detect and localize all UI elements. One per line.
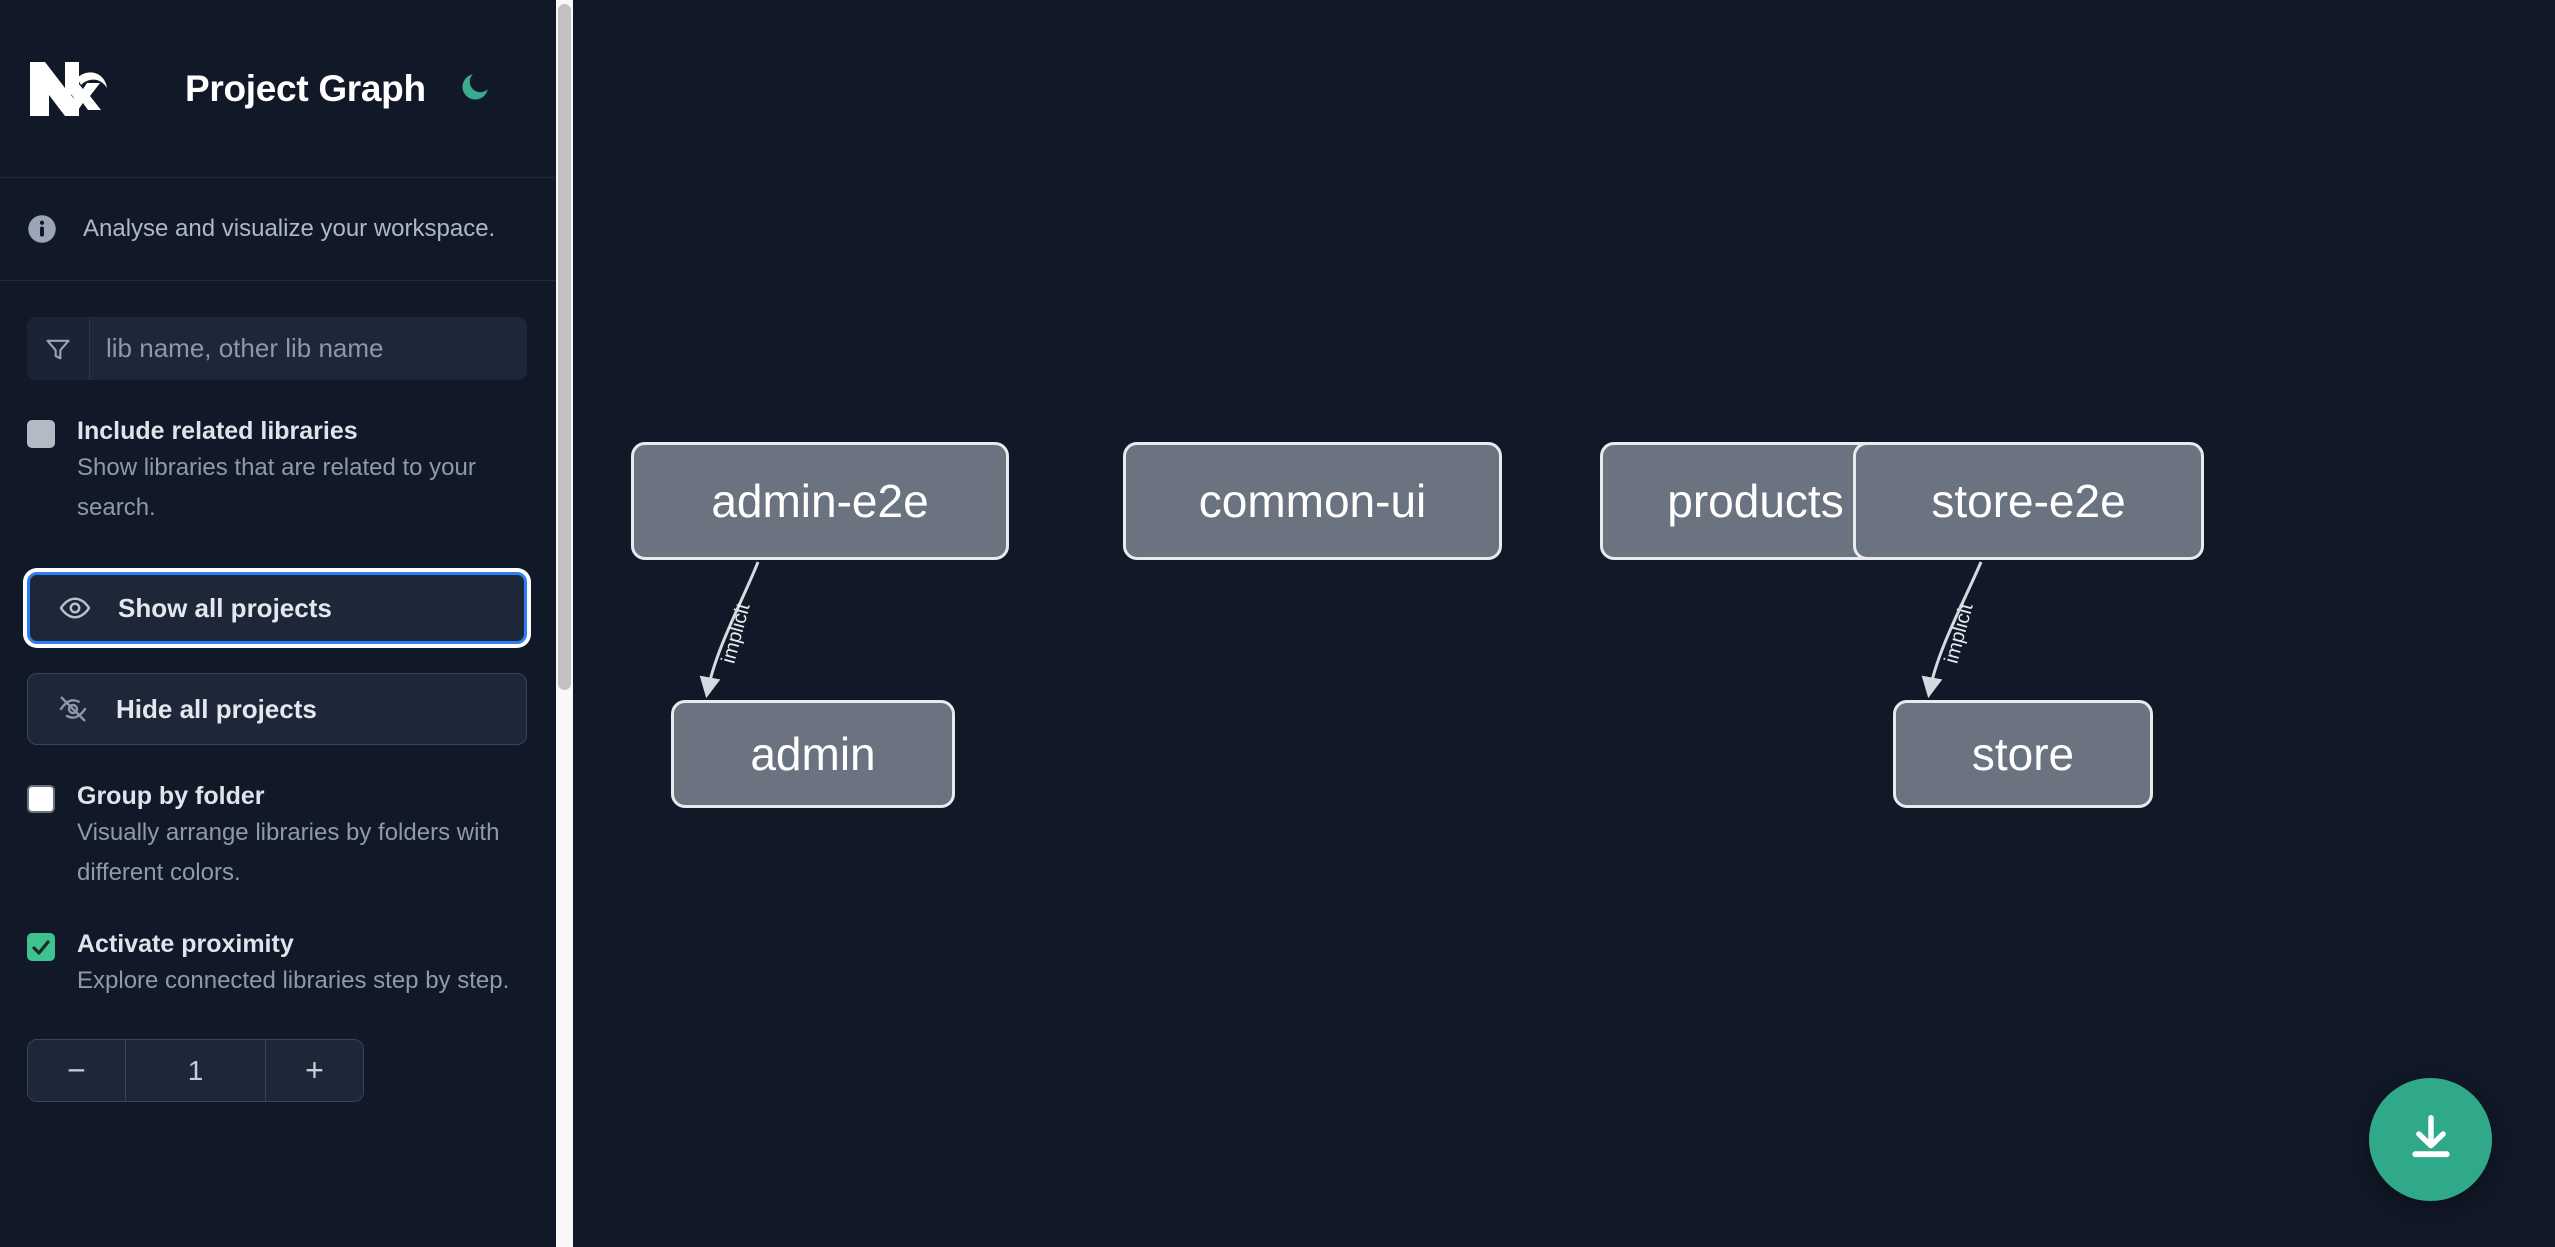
option-title: Group by folder xyxy=(77,782,265,810)
decrement-button[interactable]: − xyxy=(28,1040,125,1101)
hide-all-projects-label: Hide all projects xyxy=(116,693,317,724)
graph-node-common-ui[interactable]: common-ui xyxy=(1123,442,1502,560)
eye-off-icon xyxy=(56,692,90,726)
sidebar-header: Project Graph xyxy=(0,0,556,178)
activate-proximity-checkbox[interactable] xyxy=(27,933,55,961)
sidebar-scrollbar-thumb[interactable] xyxy=(558,4,571,690)
edge-label-implicit-admin: implicit xyxy=(717,601,755,666)
option-activate-proximity[interactable]: Activate proximity Explore connected lib… xyxy=(27,927,529,1001)
download-icon xyxy=(2404,1111,2458,1168)
visibility-buttons: Show all projects Hide all projects xyxy=(27,572,529,745)
option-description: Explore connected libraries step by step… xyxy=(77,967,510,994)
page-title: Project Graph xyxy=(185,67,426,109)
eye-icon xyxy=(58,591,92,625)
graph-node-store[interactable]: store xyxy=(1893,700,2153,808)
graph-canvas[interactable]: admin-e2e common-ui products store-e2e a… xyxy=(573,0,2555,1247)
group-by-folder-checkbox[interactable] xyxy=(27,785,55,813)
graph-node-admin-e2e[interactable]: admin-e2e xyxy=(631,442,1009,560)
graph-edges xyxy=(699,561,1983,699)
filter-icon xyxy=(27,317,90,380)
edge-label-implicit-store: implicit xyxy=(1940,601,1978,666)
option-title: Activate proximity xyxy=(77,930,294,958)
sidebar-scrollbar[interactable] xyxy=(556,0,573,1247)
show-all-projects-button[interactable]: Show all projects xyxy=(27,572,527,644)
graph-node-store-e2e[interactable]: store-e2e xyxy=(1853,442,2204,560)
proximity-stepper-row: − 1 + xyxy=(27,1039,529,1102)
download-button[interactable] xyxy=(2369,1078,2492,1201)
option-description: Visually arrange libraries by folders wi… xyxy=(77,819,500,886)
moon-icon xyxy=(458,70,492,107)
option-include-related-libraries[interactable]: Include related libraries Show libraries… xyxy=(27,414,529,528)
stepper-value: 1 xyxy=(125,1040,266,1101)
sidebar: Project Graph Analyse and visualize your… xyxy=(0,0,573,1247)
option-group-by-folder[interactable]: Group by folder Visually arrange librari… xyxy=(27,779,529,893)
sidebar-body: Include related libraries Show libraries… xyxy=(0,281,556,1102)
option-description: Show libraries that are related to your … xyxy=(77,454,476,521)
tagline-text: Analyse and visualize your workspace. xyxy=(83,215,496,242)
theme-toggle-button[interactable] xyxy=(454,68,496,110)
nx-logo-icon xyxy=(27,58,109,120)
hide-all-projects-button[interactable]: Hide all projects xyxy=(27,673,527,745)
tagline: Analyse and visualize your workspace. xyxy=(0,178,556,281)
include-related-libraries-checkbox[interactable] xyxy=(27,420,55,448)
option-title: Include related libraries xyxy=(77,417,358,445)
proximity-stepper: − 1 + xyxy=(27,1039,364,1102)
info-icon xyxy=(27,214,57,244)
graph-node-admin[interactable]: admin xyxy=(671,700,955,808)
show-all-projects-label: Show all projects xyxy=(118,592,332,623)
increment-button[interactable]: + xyxy=(266,1040,363,1101)
search-input[interactable] xyxy=(90,317,527,380)
search-field[interactable] xyxy=(27,317,527,380)
